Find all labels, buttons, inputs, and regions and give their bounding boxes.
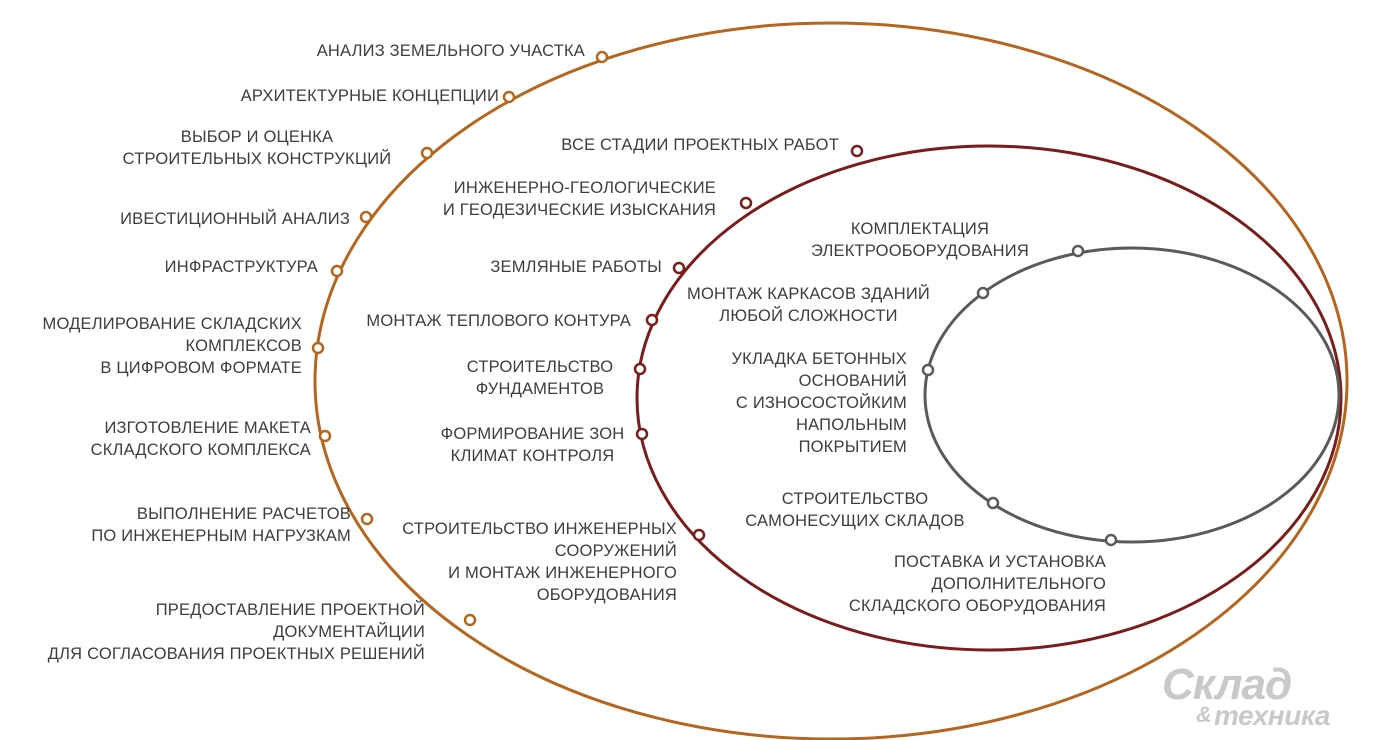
middle-ellipse (635, 144, 1343, 652)
label-structures-selection: ВЫБОР И ОЦЕНКА СТРОИТЕЛЬНЫХ КОНСТРУКЦИЙ (122, 128, 392, 168)
label-thermal-contour: МОНТАЖ ТЕПЛОВОГО КОНТУРА (366, 312, 631, 330)
middle-marker-2 (739, 196, 753, 210)
label-additional-equipment: ПОСТАВКА И УСТАНОВКА ДОПОЛНИТЕЛЬНОГО СКЛ… (848, 553, 1106, 615)
label-investment-analysis: ИВЕСТИЦИОННЫЙ АНАЛИЗ (120, 210, 350, 228)
outer-marker-1 (595, 50, 609, 64)
inner-marker-5 (1104, 533, 1118, 547)
label-building-frames: МОНТАЖ КАРКАСОВ ЗДАНИЙ ЛЮБОЙ СЛОЖНОСТИ (687, 285, 930, 325)
middle-marker-1 (850, 144, 864, 158)
label-model-making: ИЗГОТОВЛЕНИЕ МАКЕТА СКЛАДСКОГО КОМПЛЕКСА (90, 419, 311, 459)
outer-marker-5 (330, 264, 344, 278)
outer-marker-6 (311, 341, 325, 355)
logo-ampersand: & (1196, 702, 1212, 727)
label-digital-modeling: МОДЕЛИРОВАНИЕ СКЛАДСКИХ КОМПЛЕКСОВ В ЦИФ… (42, 315, 302, 377)
label-earthworks: ЗЕМЛЯНЫЕ РАБОТЫ (490, 258, 662, 276)
middle-marker-4 (645, 313, 659, 327)
label-infrastructure: ИНФРАСТРУКТУРА (164, 258, 318, 276)
middle-marker-5 (633, 362, 647, 376)
logo-main-text: Склад (1162, 660, 1292, 709)
middle-marker-3 (672, 261, 686, 275)
outer-marker-8 (360, 512, 374, 526)
label-land-analysis: АНАЛИЗ ЗЕМЕЛЬНОГО УЧАСТКА (316, 42, 585, 60)
outer-ellipse (313, 21, 1349, 740)
label-concrete-floors: УКЛАДКА БЕТОННЫХ ОСНОВАНИЙ С ИЗНОСОСТОЙК… (731, 350, 907, 456)
middle-marker-6 (635, 427, 649, 441)
label-geological-surveys: ИНЖЕНЕРНО-ГЕОЛОГИЧЕСКИЕ И ГЕОДЕЗИЧЕСКИЕ … (442, 179, 716, 219)
inner-marker-4 (986, 496, 1000, 510)
label-all-design-stages: ВСЕ СТАДИИ ПРОЕКТНЫХ РАБОТ (561, 136, 839, 154)
outer-marker-9 (463, 613, 477, 627)
label-electrical-equipment: КОМПЛЕКТАЦИЯ ЭЛЕКТРООБОРУДОВАНИЯ (811, 220, 1029, 260)
inner-marker-2 (976, 286, 990, 300)
label-self-supporting-warehouses: СТРОИТЕЛЬСТВО САМОНЕСУЩИХ СКЛАДОВ (745, 490, 965, 530)
outer-marker-7 (318, 429, 332, 443)
label-architectural-concepts: АРХИТЕКТУРНЫЕ КОНЦЕПЦИИ (240, 87, 499, 105)
label-project-documentation: ПРЕДОСТАВЛЕНИЕ ПРОЕКТНОЙ ДОКУМЕНТАЙЦИИ Д… (47, 601, 425, 663)
label-climate-control: ФОРМИРОВАНИЕ ЗОН КЛИМАТ КОНТРОЛЯ (440, 425, 625, 465)
inner-ellipse (923, 246, 1341, 544)
logo-sub-text: техника (1214, 700, 1330, 731)
middle-marker-7 (692, 528, 706, 542)
label-foundations: СТРОИТЕЛЬСТВО ФУНДАМЕНТОВ (466, 358, 614, 398)
sklad-tekhnika-logo: Склад & техника (1162, 660, 1372, 732)
label-engineering-structures: СТРОИТЕЛЬСТВО ИНЖЕНЕРНЫХ СООРУЖЕНИЙ И МО… (402, 520, 677, 604)
inner-marker-1 (1071, 244, 1085, 258)
outer-marker-3 (420, 146, 434, 160)
outer-marker-4 (359, 210, 373, 224)
label-load-calculations: ВЫПОЛНЕНИЕ РАСЧЕТОВ ПО ИНЖЕНЕРНЫМ НАГРУЗ… (91, 505, 351, 545)
inner-marker-3 (921, 363, 935, 377)
outer-marker-2 (502, 90, 516, 104)
